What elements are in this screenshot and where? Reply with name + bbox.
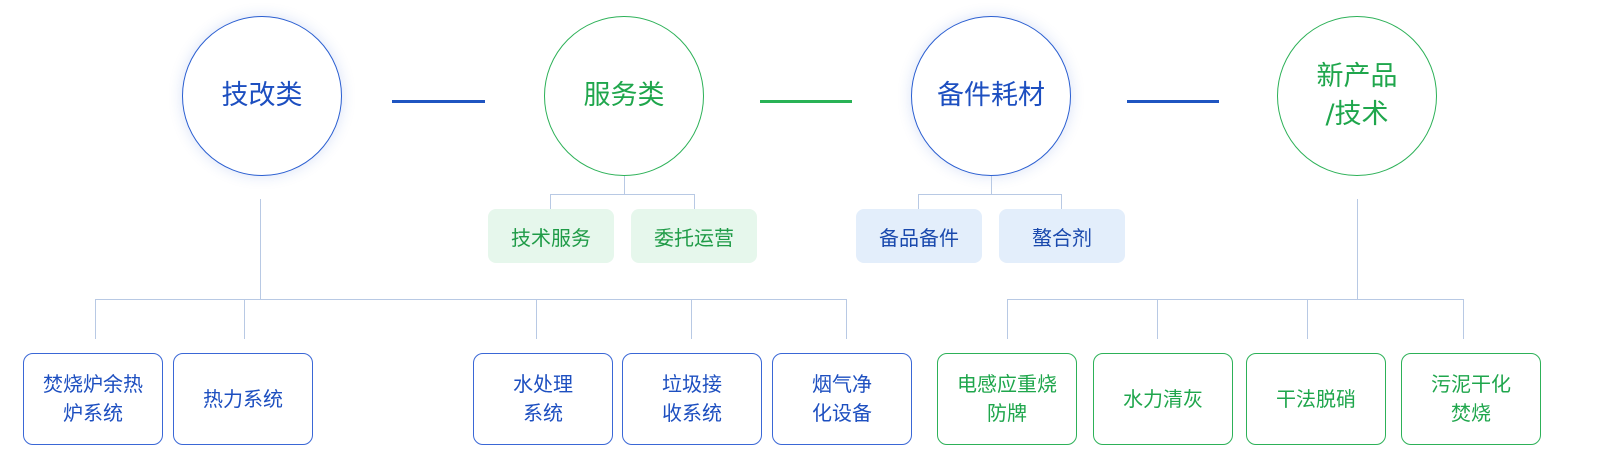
retrofit-item-box[interactable]: 垃圾接 收系统 (622, 353, 762, 445)
connector-line (846, 299, 847, 339)
box-label: 水处理 系统 (513, 372, 573, 425)
chip-label: 技术服务 (511, 225, 591, 250)
connector-line (1061, 194, 1062, 209)
new-product-item-box[interactable]: 干法脱硝 (1246, 353, 1386, 445)
connector-line (95, 299, 96, 339)
connector-line (1007, 299, 1008, 339)
consumable-chip[interactable]: 螯合剂 (999, 209, 1125, 263)
box-label: 焚烧炉余热 炉系统 (43, 372, 143, 425)
connector-line (550, 194, 695, 195)
box-label: 热力系统 (203, 386, 283, 411)
consumable-chip[interactable]: 备品备件 (856, 209, 982, 263)
box-label: 水力清灰 (1123, 386, 1203, 411)
box-label: 垃圾接 收系统 (662, 372, 722, 425)
connector-line (260, 199, 261, 299)
connector-line (918, 194, 1062, 195)
category-label: 技改类 (221, 80, 303, 111)
new-product-item-box[interactable]: 电感应重烧 防牌 (937, 353, 1077, 445)
box-label: 干法脱硝 (1276, 386, 1356, 411)
connector-line (1007, 299, 1464, 300)
connector-line (1307, 299, 1308, 339)
new-product-item-box[interactable]: 污泥干化 焚烧 (1401, 353, 1541, 445)
connector-line (244, 299, 245, 339)
connector-line (536, 299, 537, 339)
category-label: 服务类 (583, 80, 665, 111)
connector-line (1157, 299, 1158, 339)
service-chip[interactable]: 委托运营 (631, 209, 757, 263)
box-label: 污泥干化 焚烧 (1431, 372, 1511, 425)
separator-line (1127, 100, 1219, 103)
retrofit-item-box[interactable]: 水处理 系统 (473, 353, 613, 445)
chip-label: 备品备件 (879, 225, 959, 250)
category-circle-service[interactable]: 服务类 (544, 16, 704, 176)
connector-line (550, 194, 551, 209)
connector-line (1463, 299, 1464, 339)
separator-line (392, 100, 485, 103)
connector-line (691, 299, 692, 339)
connector-line (1357, 199, 1358, 299)
chip-label: 委托运营 (654, 225, 734, 250)
new-product-item-box[interactable]: 水力清灰 (1093, 353, 1233, 445)
box-label: 电感应重烧 防牌 (957, 372, 1057, 425)
service-chip[interactable]: 技术服务 (488, 209, 614, 263)
category-circle-new-product[interactable]: 新产品 /技术 (1277, 16, 1437, 176)
connector-line (624, 176, 625, 194)
connector-line (918, 194, 919, 209)
category-circle-consumables[interactable]: 备件耗材 (911, 16, 1071, 176)
chip-label: 螯合剂 (1032, 225, 1092, 250)
category-circle-retrofit[interactable]: 技改类 (182, 16, 342, 176)
retrofit-item-box[interactable]: 焚烧炉余热 炉系统 (23, 353, 163, 445)
category-label: 新产品 /技术 (1316, 61, 1398, 130)
retrofit-item-box[interactable]: 热力系统 (173, 353, 313, 445)
box-label: 烟气净 化设备 (812, 372, 872, 425)
connector-line (95, 299, 847, 300)
separator-line (760, 100, 852, 103)
connector-line (694, 194, 695, 209)
category-label: 备件耗材 (937, 80, 1045, 111)
connector-line (991, 176, 992, 194)
retrofit-item-box[interactable]: 烟气净 化设备 (772, 353, 912, 445)
